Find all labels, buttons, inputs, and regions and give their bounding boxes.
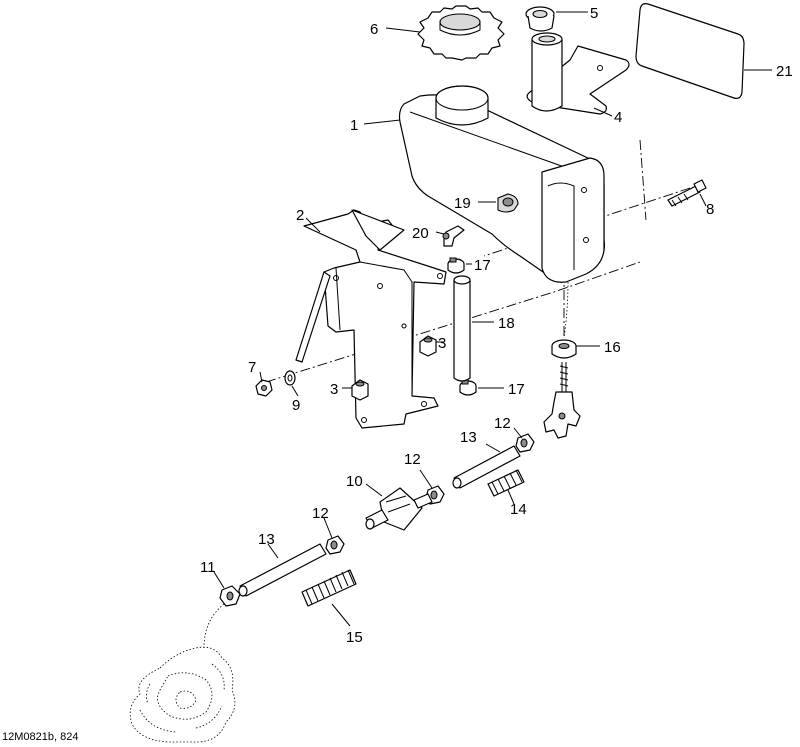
callout-14: 14 (510, 501, 527, 518)
engine-outline (129, 603, 236, 743)
part-11-clamp (219, 585, 241, 607)
part-1-oil-tank (398, 85, 605, 283)
leader-lines (213, 11, 772, 627)
callout-4: 4 (614, 109, 622, 126)
callout-3-upper: 3 (438, 335, 446, 352)
part-17-clamp-lower (459, 379, 477, 396)
callout-16: 16 (604, 339, 621, 356)
outlet-hose-path (563, 281, 569, 339)
part-17-clamp-upper (447, 257, 465, 274)
callout-6: 6 (370, 21, 378, 38)
part-15-spring (301, 569, 357, 607)
part-14-spring (487, 469, 525, 497)
part-13-hose-lower (238, 543, 327, 597)
outlet-fitting (543, 362, 581, 439)
callout-8: 8 (706, 201, 714, 218)
part-2-mounting-bracket (295, 209, 447, 429)
callout-18: 18 (498, 315, 515, 332)
part-3-nut-upper (419, 335, 437, 357)
part-16-outlet-grommet (551, 339, 577, 359)
callout-1: 1 (350, 117, 358, 134)
callout-11: 11 (200, 559, 216, 576)
callout-19: 19 (454, 195, 471, 212)
callout-2: 2 (296, 207, 304, 224)
part-7-nut (255, 379, 273, 397)
callout-12-upper: 12 (494, 415, 511, 432)
part-6-filler-cap (417, 5, 505, 61)
callout-7: 7 (248, 359, 256, 376)
callout-17-upper: 17 (474, 257, 491, 274)
part-19-grommet (497, 193, 519, 213)
callout-10: 10 (346, 473, 363, 490)
part-10-fuel-filter (365, 487, 433, 531)
callout-numbers: 1 2 3 3 4 5 6 7 8 9 10 11 12 12 12 13 13… (200, 5, 793, 646)
callout-20: 20 (412, 225, 429, 242)
callout-3-lower: 3 (330, 381, 338, 398)
callout-13-upper: 13 (460, 429, 477, 446)
callout-13-lower: 13 (258, 531, 275, 548)
part-4-neck-bracket (526, 32, 630, 115)
part-18-vent-hose (453, 275, 471, 382)
part-21-decal (635, 3, 745, 99)
part-12-clamp-3 (325, 535, 345, 555)
callout-21: 21 (776, 63, 793, 80)
part-9-washer (284, 370, 296, 386)
part-3-nut-lower (351, 379, 369, 401)
part-12-clamp-1 (515, 433, 535, 453)
callout-9: 9 (292, 397, 300, 414)
part-20-elbow-fitting (442, 225, 465, 247)
part-13-hose-upper (452, 445, 521, 489)
part-8-bolt (667, 179, 707, 207)
callout-15: 15 (346, 629, 363, 646)
callout-12-middle: 12 (404, 451, 421, 468)
callout-17-lower: 17 (508, 381, 525, 398)
callout-12-lower: 12 (312, 505, 329, 522)
drawing-reference-code: 12M0821b, 824 (2, 731, 79, 743)
callout-5: 5 (590, 5, 598, 22)
part-5-grommet (525, 6, 555, 32)
